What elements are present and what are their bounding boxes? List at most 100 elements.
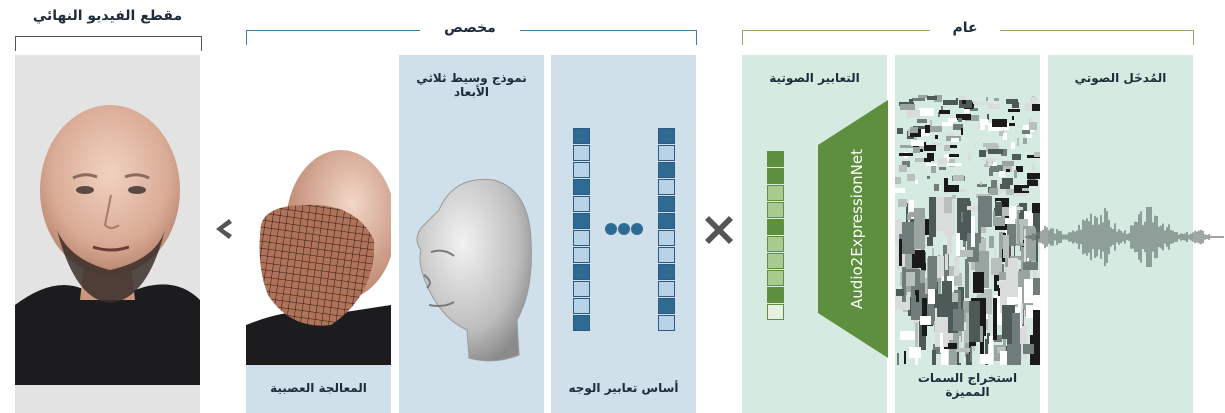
- feature-cell: [958, 118, 962, 122]
- feature-cell: [1012, 116, 1014, 120]
- feature-cell: [992, 119, 1007, 127]
- mesh-3d-title: نموذج وسيط ثلاثي الأبعاد: [404, 71, 539, 99]
- vector-cell: [767, 151, 784, 167]
- feature-cell: [1002, 161, 1014, 166]
- feature-cell: [961, 128, 963, 135]
- feature-cell: [965, 259, 969, 298]
- final-video-header: مقطع الفيديو النهائي: [15, 8, 200, 24]
- feature-cell: [899, 165, 907, 172]
- feature-cell: [939, 167, 946, 170]
- vector-cell: [767, 270, 784, 286]
- feature-cell: [920, 316, 931, 325]
- feature-cell: [943, 100, 958, 105]
- feature-cell: [907, 214, 911, 220]
- vector-cell: [573, 128, 590, 144]
- feature-cell: [895, 188, 905, 193]
- feature-cell: [927, 237, 933, 246]
- vector-cell: [573, 315, 590, 331]
- basis-vector-right: [658, 128, 675, 332]
- vector-cell: [658, 298, 675, 314]
- feature-cell: [982, 158, 996, 161]
- feature-cell: [912, 98, 925, 101]
- feature-cell: [926, 163, 937, 166]
- vector-cell: [658, 128, 675, 144]
- feature-cell: [951, 138, 959, 142]
- final-video-panel: [15, 55, 200, 413]
- feature-cell: [932, 350, 936, 365]
- feature-cell: [1008, 109, 1020, 112]
- feature-cell: [911, 140, 924, 146]
- feature-cell: [942, 281, 952, 306]
- feature-cell: [907, 174, 915, 181]
- feature-cell: [1003, 133, 1007, 140]
- feature-cell: [1015, 193, 1028, 196]
- feature-cell: [944, 178, 948, 186]
- vector-cell: [658, 162, 675, 178]
- feature-cell: [994, 98, 999, 101]
- feature-cell: [938, 158, 947, 164]
- feature-cell: [1017, 138, 1019, 146]
- feature-cell: [1015, 304, 1018, 307]
- mesh-head-image: [399, 170, 544, 370]
- feature-cell: [948, 118, 957, 122]
- feature-cell: [908, 129, 910, 136]
- feature-cell: [1006, 189, 1014, 195]
- feature-cell: [928, 256, 937, 289]
- feature-cell: [956, 233, 960, 256]
- chevron-left-icon: [212, 217, 234, 241]
- feature-cell: [980, 119, 988, 125]
- feature-cell: [993, 298, 997, 340]
- feature-cell: [973, 272, 984, 293]
- feature-cell: [930, 120, 932, 127]
- final-video-bracket: [15, 36, 202, 51]
- feature-cell: [1030, 97, 1037, 103]
- feature-cell: [940, 333, 943, 353]
- feature-cell: [1021, 303, 1023, 324]
- audio-waveform: [1025, 207, 1225, 267]
- feature-cell: [945, 254, 948, 270]
- feature-cell: [915, 180, 918, 184]
- vector-cell: [573, 179, 590, 195]
- feature-cell: [902, 267, 906, 302]
- vector-cell: [573, 196, 590, 212]
- feature-cell: [1014, 170, 1017, 178]
- feature-cell: [1007, 344, 1021, 365]
- feature-cell: [989, 188, 998, 195]
- feature-cell: [974, 143, 976, 147]
- feature-cell: [910, 127, 918, 133]
- feature-cell: [995, 202, 1002, 216]
- feature-cell: [1032, 104, 1040, 111]
- feature-cell: [1033, 278, 1040, 295]
- vector-cell: [573, 162, 590, 178]
- feature-cell: [956, 348, 971, 352]
- feature-cell: [960, 189, 967, 192]
- feature-cell: [968, 153, 971, 161]
- feature-cell: [939, 110, 950, 114]
- feature-cell: [898, 199, 907, 207]
- feature-cell: [1023, 138, 1027, 144]
- feature-cell: [895, 177, 901, 184]
- feature-cell: [942, 122, 953, 126]
- feature-cell: [1012, 102, 1019, 108]
- feature-cell: [979, 102, 989, 105]
- feature-cell: [904, 351, 906, 364]
- vector-cell: [658, 264, 675, 280]
- vector-cell: [658, 196, 675, 212]
- feature-cell: [978, 196, 992, 227]
- feature-cell: [1023, 344, 1034, 354]
- audio-expressions-title: التعابير الصوتية: [742, 71, 887, 85]
- vector-cell: [573, 298, 590, 314]
- feature-cell: [902, 222, 915, 254]
- feature-cell: [983, 143, 998, 147]
- feature-cell: [1016, 207, 1023, 210]
- feature-cell: [1027, 173, 1040, 179]
- feature-cell: [979, 150, 986, 157]
- vector-cell: [767, 219, 784, 235]
- feature-cell: [989, 336, 993, 365]
- feature-cell: [999, 171, 1005, 177]
- basis-vector-left: [573, 128, 590, 332]
- feature-cell: [997, 281, 1007, 285]
- feature-cell: [935, 135, 938, 139]
- feature-cell: [969, 301, 980, 342]
- feature-cell: [986, 97, 988, 101]
